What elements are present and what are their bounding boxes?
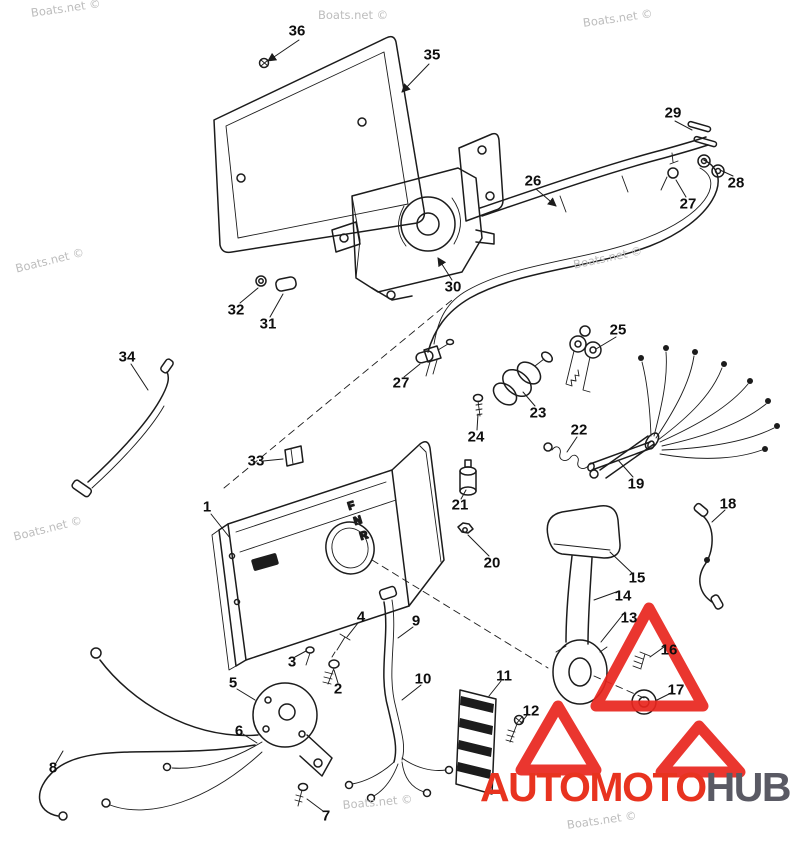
control-cables — [423, 136, 719, 377]
part-callout-14: 14 — [614, 587, 632, 605]
logo-triangle-right — [655, 720, 746, 778]
handle-screw — [632, 651, 651, 670]
part-callout-10: 10 — [414, 670, 432, 688]
watermark-boats-net: Boats.net © — [318, 8, 389, 22]
part-callout-12: 12 — [522, 702, 540, 720]
alignment-guides — [223, 299, 645, 699]
part-callout-28: 28 — [727, 174, 745, 192]
mechanism-bushing — [255, 275, 297, 292]
part-callout-16: 16 — [660, 641, 678, 659]
part-callout-4: 4 — [356, 608, 366, 626]
lock-nut — [457, 522, 474, 534]
part-callout-26: 26 — [524, 172, 542, 190]
part-callout-11: 11 — [496, 667, 512, 685]
part-callout-5: 5 — [228, 674, 238, 692]
part-callout-25: 25 — [609, 321, 627, 339]
cable-trunnion — [415, 338, 455, 364]
part-callout-19: 19 — [627, 475, 645, 493]
control-housing: F N R — [211, 441, 445, 671]
part-callout-36: 36 — [288, 22, 306, 40]
logo-triangle-left — [515, 700, 602, 776]
part-callout-13: 13 — [620, 609, 638, 627]
part-callout-34: 34 — [118, 348, 136, 366]
wiring-harness — [599, 345, 780, 479]
control-handle — [546, 505, 621, 705]
link-harness — [693, 502, 724, 610]
harness-cable — [344, 585, 454, 803]
panel-screw — [294, 782, 309, 807]
logo-triangle-large — [590, 602, 709, 712]
mounting-screws — [305, 633, 351, 685]
part-callout-23: 23 — [529, 404, 547, 422]
part-callout-29: 29 — [664, 104, 682, 122]
part-callout-2: 2 — [333, 680, 343, 698]
terminal-block — [455, 689, 497, 795]
key-panel-plate — [252, 682, 333, 777]
ignition-switch — [492, 351, 554, 406]
part-callout-35: 35 — [423, 46, 441, 64]
logo-triangles — [515, 602, 746, 778]
mounting-plate — [213, 35, 426, 254]
part-callout-7: 7 — [321, 807, 331, 825]
part-callout-15: 15 — [628, 569, 646, 587]
part-callout-31: 31 — [259, 315, 277, 333]
brand-wordmark: AUTOMOTOHUB — [480, 764, 792, 811]
control-mechanism — [331, 132, 504, 301]
warning-cable — [71, 358, 174, 498]
part-callout-24: 24 — [467, 428, 485, 446]
part-callout-9: 9 — [411, 612, 421, 630]
part-callout-30: 30 — [444, 278, 462, 296]
part-callout-32: 32 — [227, 301, 245, 319]
part-callout-21: 21 — [451, 496, 469, 514]
ignition-keys — [565, 325, 602, 393]
part-callout-17: 17 — [667, 681, 685, 699]
part-callout-20: 20 — [483, 554, 501, 572]
retainer-clip — [284, 445, 304, 467]
part-callout-22: 22 — [570, 421, 588, 439]
leader-lines — [55, 39, 734, 812]
cable-end-pins — [687, 120, 718, 148]
bullet-connector — [459, 459, 477, 496]
part-callout-1: 1 — [202, 498, 212, 516]
brand-wordmark-primary: AUTOMOTO — [480, 764, 707, 810]
part-callout-27: 27 — [392, 374, 410, 392]
cable-swivel — [660, 152, 679, 191]
panel-leads — [38, 647, 263, 821]
part-callout-3: 3 — [287, 653, 297, 671]
part-callout-33: 33 — [247, 452, 265, 470]
ring-terminals — [697, 154, 725, 178]
part-callout-18: 18 — [719, 495, 737, 513]
housing-marking-n: N — [352, 514, 363, 528]
part-callout-8: 8 — [48, 759, 58, 777]
lanyard-spring — [543, 442, 599, 479]
housing-marking-f: F — [346, 499, 356, 513]
part-callout-27: 27 — [679, 195, 697, 213]
plate-screw — [258, 57, 270, 69]
part-callout-6: 6 — [234, 722, 244, 740]
cable-tube — [587, 440, 655, 472]
brand-wordmark-secondary: HUB — [705, 764, 792, 810]
block-screw — [505, 714, 525, 743]
switch-screw — [472, 393, 484, 417]
